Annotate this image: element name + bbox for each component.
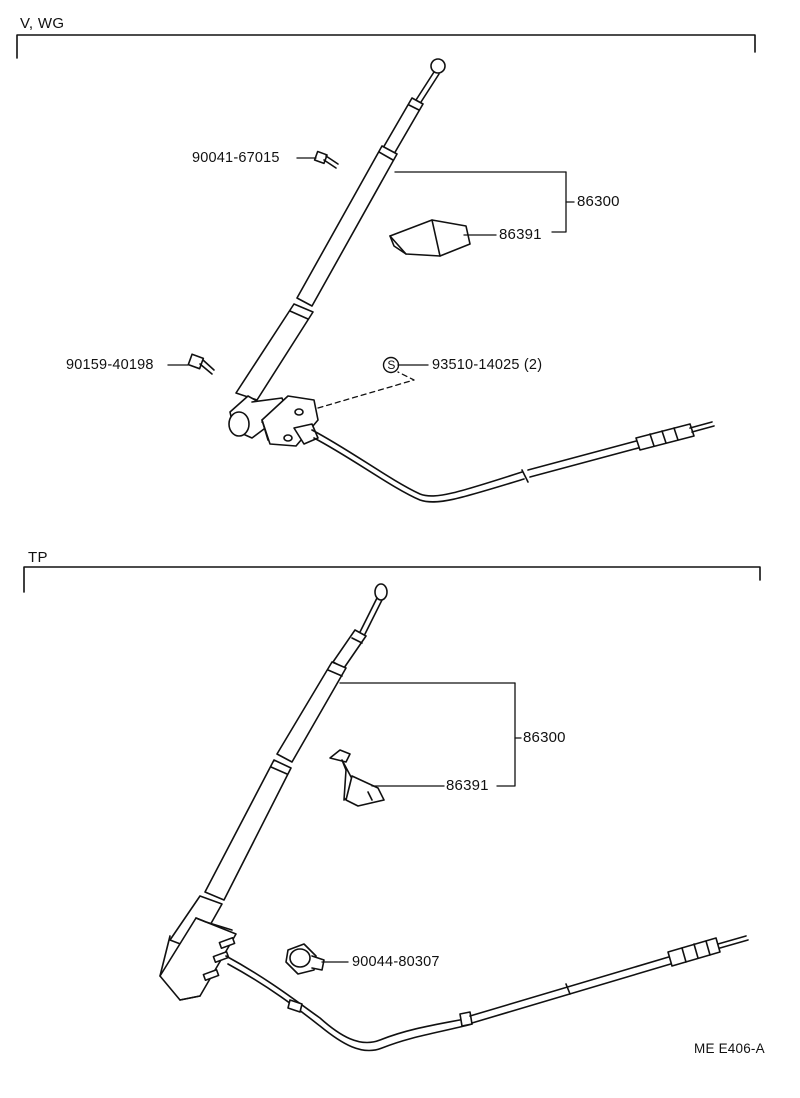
section-title-top: V, WG <box>20 15 65 32</box>
top-antenna-base <box>228 395 319 447</box>
bottom-leader-lines <box>321 682 522 963</box>
bottom-antenna-cable <box>225 935 749 1052</box>
callout-top-bracket: 86391 <box>499 226 542 243</box>
standard-part-symbol <box>382 356 400 374</box>
standard-part-symbol-label: S <box>387 358 396 372</box>
callout-top-antenna-assy: 86300 <box>577 193 620 210</box>
section-title-bottom: TP <box>28 549 48 566</box>
top-screw-drawing <box>313 150 339 169</box>
top-antenna-cable <box>311 421 715 503</box>
top-section-frame <box>16 34 756 59</box>
drawing-id: ME E406-A <box>694 1041 765 1056</box>
callout-bolt: 90159-40198 <box>66 357 154 373</box>
bottom-bracket-drawing <box>329 749 385 807</box>
callout-bottom-antenna-assy: 86300 <box>523 729 566 746</box>
bottom-nut-drawing <box>285 943 325 975</box>
top-leader-lines <box>167 157 575 409</box>
callout-bottom-bracket: 86391 <box>446 777 489 794</box>
top-bracket-drawing <box>389 219 471 257</box>
callout-standard-part: 93510-14025 (2) <box>432 357 543 373</box>
top-bolt-drawing <box>187 353 215 375</box>
callout-nut: 90044-80307 <box>352 954 440 970</box>
bottom-antenna-mast <box>204 583 388 901</box>
top-antenna-mast <box>235 58 446 401</box>
bottom-antenna-base <box>159 895 237 1001</box>
bottom-section-frame <box>23 566 761 593</box>
callout-screw: 90041-67015 <box>192 150 280 166</box>
